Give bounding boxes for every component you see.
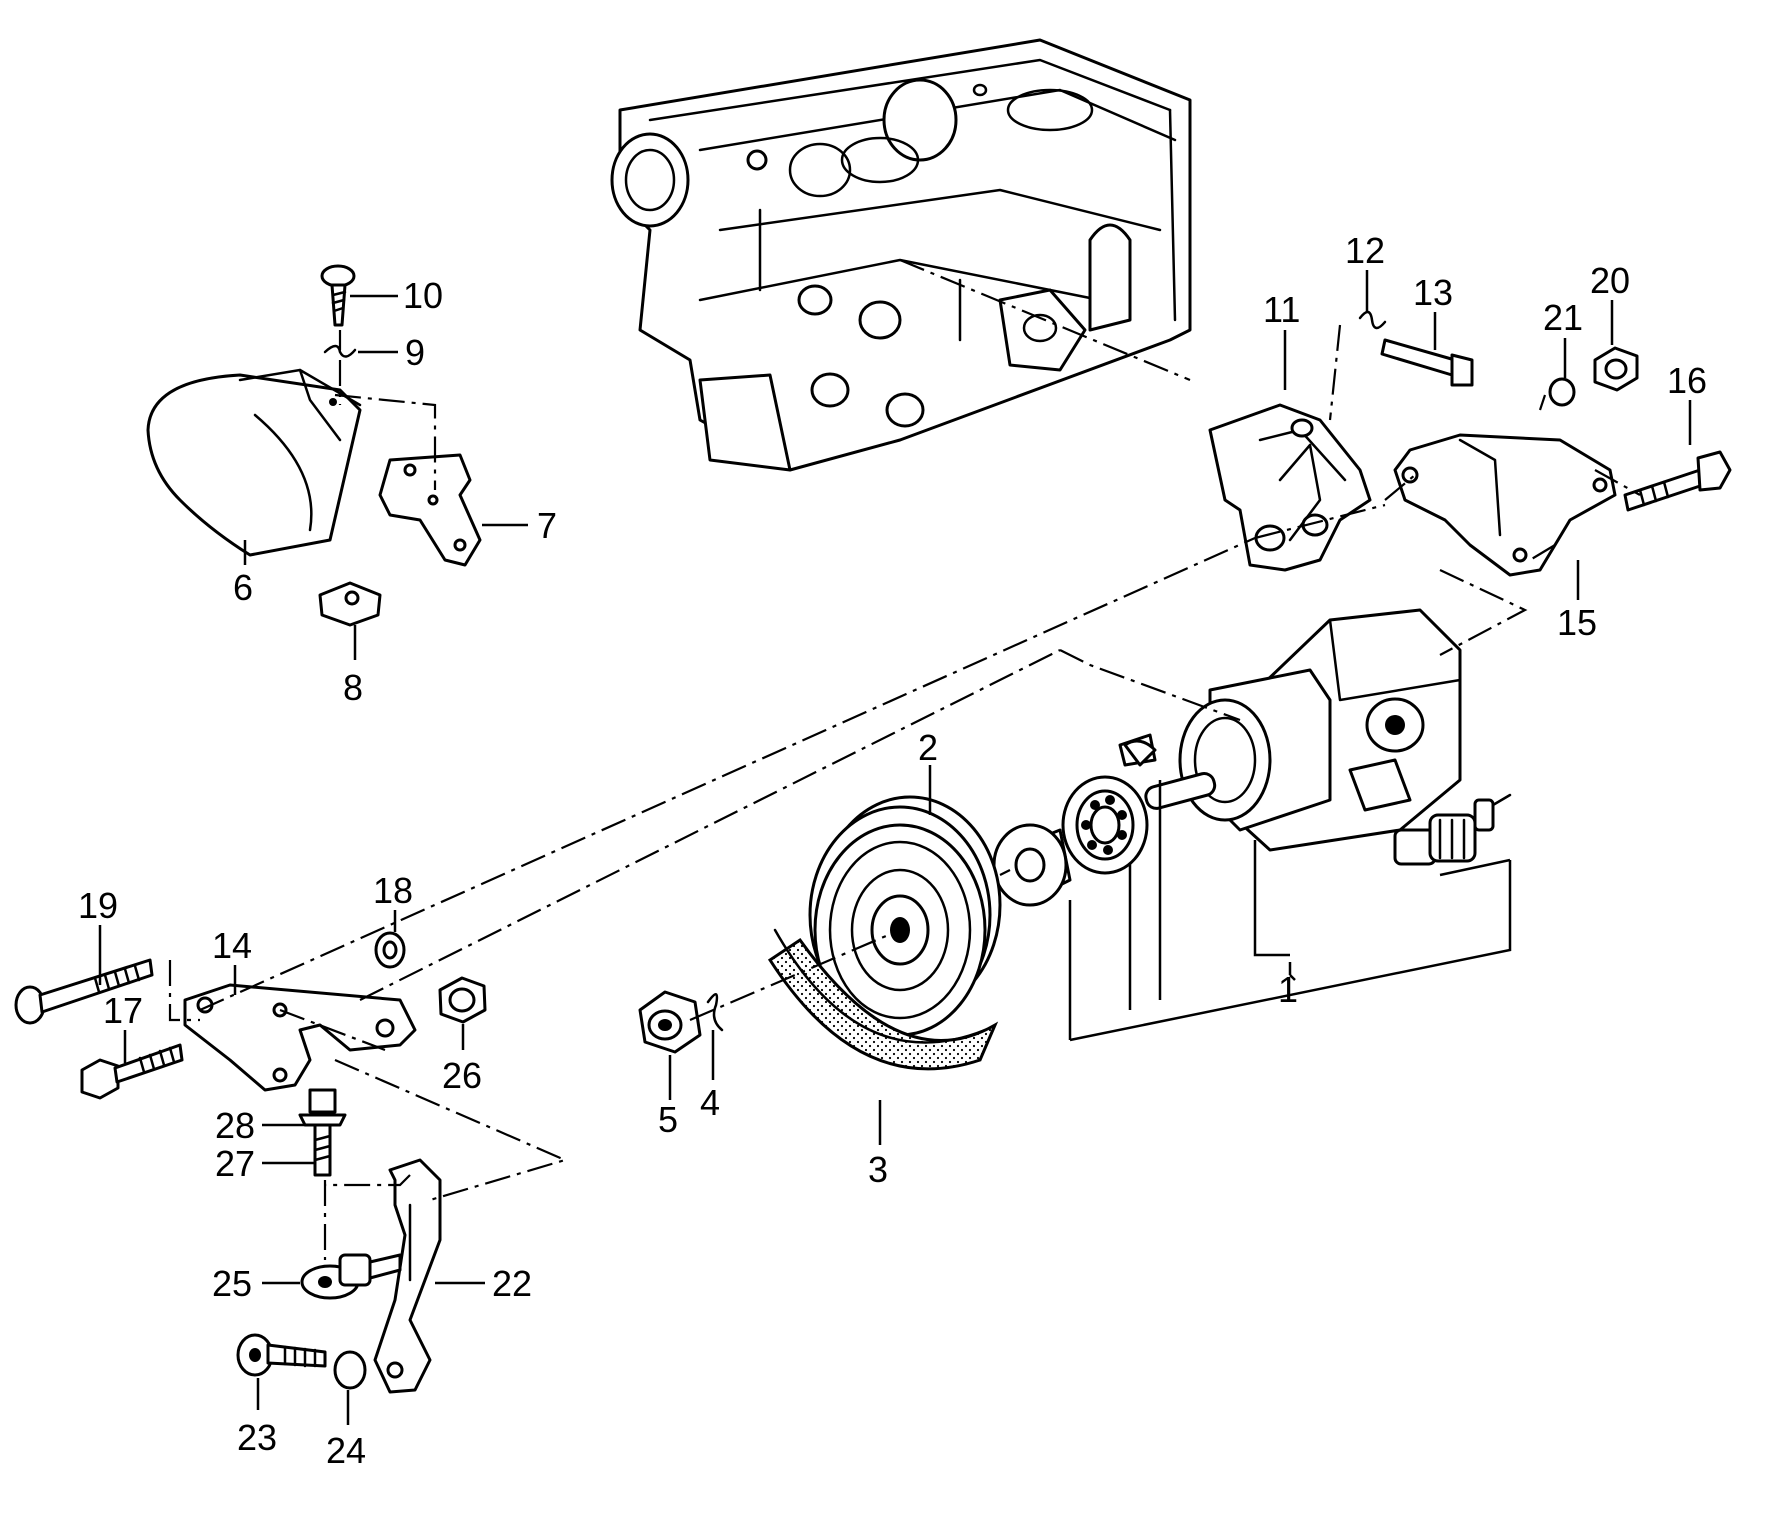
support-plate — [1393, 433, 1617, 577]
callout-9: 9 — [405, 332, 425, 373]
power-steering-pump — [1118, 608, 1462, 852]
pump-carrier — [1208, 403, 1372, 572]
v-belt-pulley — [808, 795, 1002, 1037]
callout-28: 28 — [215, 1105, 255, 1146]
belt-guard-cover — [146, 368, 362, 557]
washer — [374, 931, 406, 969]
carriage-bolt — [14, 958, 154, 1025]
callout-8: 8 — [343, 667, 363, 708]
spring-washer — [1358, 310, 1387, 330]
alignment-lines — [168, 324, 1641, 1260]
part-1-assembly-bracket — [1068, 780, 1512, 1042]
callout-22: 22 — [492, 1263, 532, 1304]
socket-bolt — [236, 1333, 327, 1377]
callout-4: 4 — [700, 1082, 720, 1123]
hex-nut — [1593, 346, 1639, 392]
tapping-screw — [320, 264, 356, 327]
hex-nut — [638, 990, 702, 1054]
spring-washer — [706, 993, 724, 1032]
callout-13: 13 — [1413, 272, 1453, 313]
callout-11: 11 — [1263, 289, 1300, 330]
callout-1: 1 — [1278, 969, 1298, 1010]
callout-23: 23 — [237, 1417, 277, 1458]
callout-24: 24 — [326, 1430, 366, 1471]
leader-lines — [98, 270, 1692, 1425]
callout-21: 21 — [1543, 297, 1583, 338]
callout-25: 25 — [212, 1263, 252, 1304]
alignment-line — [899, 258, 1191, 382]
callout-5: 5 — [658, 1099, 678, 1140]
v-belt — [767, 937, 999, 1071]
cylinder-head — [610, 38, 1192, 472]
hex-bolt — [80, 1043, 184, 1100]
callout-14: 14 — [212, 925, 252, 966]
callout-19: 19 — [78, 885, 118, 926]
callout-10: 10 — [403, 275, 443, 316]
callout-20: 20 — [1590, 260, 1630, 301]
woodruff-key — [1123, 739, 1157, 767]
hex-bolt — [1380, 338, 1474, 387]
adjusting-bolt — [300, 1253, 402, 1300]
spacer-sleeve — [992, 823, 1072, 907]
callout-12: 12 — [1345, 230, 1385, 271]
callout-26: 26 — [442, 1055, 482, 1096]
hex-bolt — [298, 1088, 347, 1177]
ball-bearing — [1061, 775, 1149, 875]
callout-16: 16 — [1667, 360, 1707, 401]
callout-27: 27 — [215, 1143, 255, 1184]
hex-nut — [438, 976, 487, 1024]
tensioning-bracket — [373, 1158, 442, 1394]
clip-nut — [318, 581, 382, 627]
callout-6: 6 — [233, 567, 253, 608]
control-valve — [1393, 793, 1512, 866]
cover-bracket — [378, 453, 482, 567]
callout-15: 15 — [1557, 602, 1597, 643]
callout-17: 17 — [103, 990, 143, 1031]
callout-2: 2 — [918, 727, 938, 768]
callout-18: 18 — [373, 870, 413, 911]
callout-3: 3 — [868, 1149, 888, 1190]
washer — [1548, 377, 1576, 407]
washer — [333, 1350, 367, 1390]
callout-7: 7 — [537, 505, 557, 546]
hex-bolt — [1623, 450, 1732, 512]
callout-labels: 1 2 3 4 5 6 7 8 9 10 11 12 13 14 15 16 1… — [78, 230, 1707, 1471]
spring-washer — [323, 344, 357, 358]
